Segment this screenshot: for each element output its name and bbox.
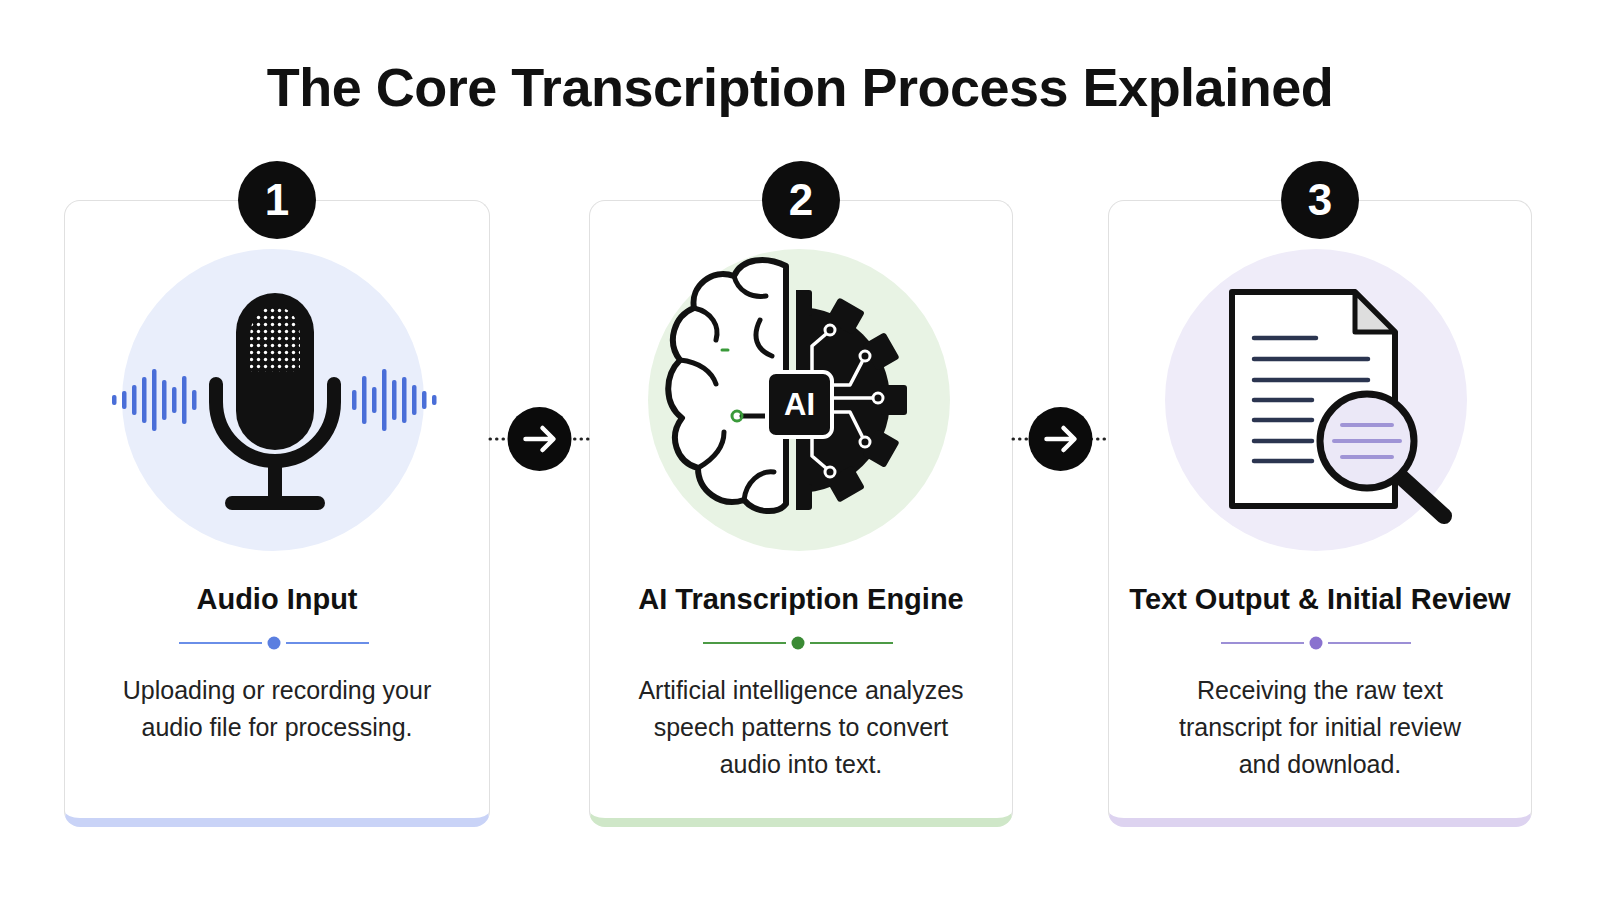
step-card: Audio InputUploading or recording your a… (64, 200, 490, 827)
step-badge: 2 (762, 161, 840, 239)
step-heading: Text Output & Initial Review (1109, 579, 1531, 619)
dotted-connector (490, 438, 589, 441)
step-description: Artificial intelligence analyzes speech … (629, 672, 974, 783)
step-heading: AI Transcription Engine (590, 579, 1012, 619)
step-number: 2 (789, 178, 813, 222)
step-description: Uploading or recording your audio file f… (107, 672, 447, 746)
arrow-badge (1029, 407, 1093, 471)
step-badge: 1 (238, 161, 316, 239)
step-card: Text Output & Initial ReviewReceiving th… (1108, 200, 1532, 827)
arrow-badge (508, 407, 572, 471)
step-number: 1 (265, 178, 289, 222)
step-heading: Audio Input (65, 579, 489, 619)
dotted-connector (1013, 438, 1108, 441)
arrow-head (526, 428, 554, 450)
step-number: 3 (1308, 178, 1332, 222)
connector-group (1013, 407, 1108, 471)
diagram-title: The Core Transcription Process Explained (0, 52, 1600, 122)
step-badge: 3 (1281, 161, 1359, 239)
chip-label: AI (767, 372, 832, 437)
step-card: AI Transcription EngineArtificial intell… (589, 200, 1013, 827)
connector-group (490, 407, 589, 471)
step-description: Receiving the raw text transcript for in… (1167, 672, 1473, 783)
arrow-head (1047, 428, 1075, 450)
